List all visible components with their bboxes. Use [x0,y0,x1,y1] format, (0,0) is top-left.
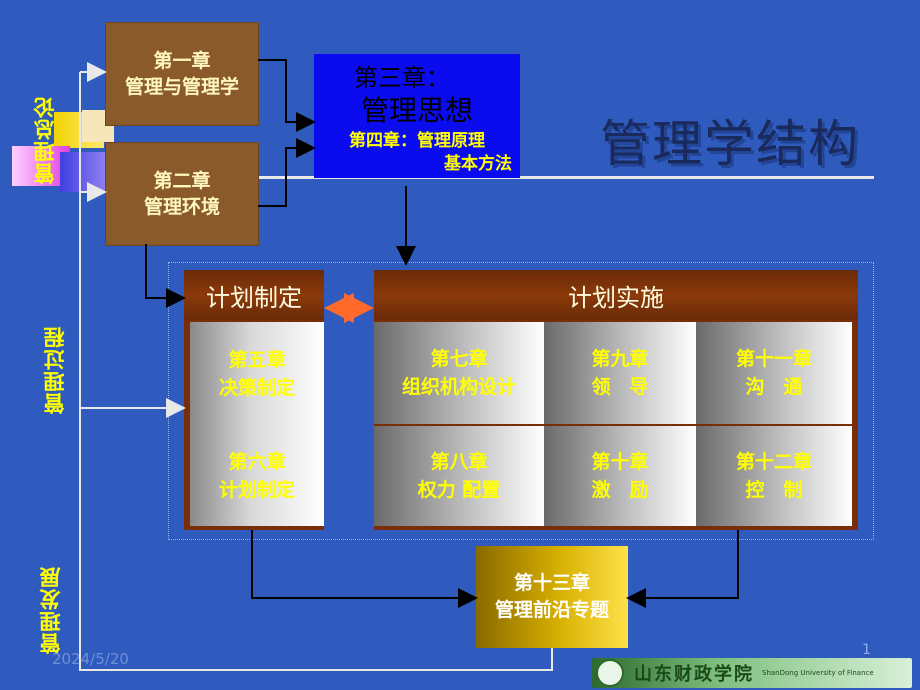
chapter-4-title: 基本方法 [444,154,512,174]
chapter-13-title: 管理前沿专题 [494,599,609,621]
chapter-9-title: 领 导 [591,376,649,398]
chapter-8-cell: 第八章 权力 配置 [374,426,544,526]
chapter-4-number: 第四章：管理原理 [349,131,485,151]
section-label-development: 管理发展 [39,566,63,654]
decor-square-violet [60,152,106,192]
logo-subtext: ShanDong University of Finance [762,669,874,677]
chapter-5-number: 第五章 [228,349,286,371]
chapter-1-box: 第一章 管理与管理学 [105,22,259,126]
section-label-overview: 管理总论 [33,96,57,184]
chapter-6-title: 计划制定 [218,479,295,501]
chapter-2-title: 管理环境 [143,196,220,218]
chapter-13-box: 第十三章 管理前沿专题 [476,546,628,648]
chapter-11-number: 第十一章 [735,348,812,370]
chapter-11-title: 沟 通 [745,376,803,398]
chapter-5-title: 决策制定 [218,377,295,399]
chapter-7-title: 组织机构设计 [401,376,516,398]
footer-date: 2024/5/20 [52,650,129,668]
chapter-9-cell: 第九章 领 导 [544,322,696,424]
section-label-process: 管理过程 [43,326,67,414]
chapter-3-number: 第三章： [354,64,450,92]
chapter-5-cell: 第五章 决策制定 [190,322,324,426]
title-underline [258,176,874,179]
plan-panel-header: 计划制定 [184,270,324,320]
logo-text: 山东财政学院 [634,664,754,685]
logo-emblem-icon [596,659,624,687]
chapter-1-number: 第一章 [153,50,211,72]
arrow-implementation-to-ch13 [626,530,739,608]
arrow-plan-to-ch13 [251,530,478,608]
chapter-12-number: 第十二章 [735,451,812,473]
chapter-8-title: 权力 配置 [417,479,501,501]
chapter-3-title: 管理思想 [360,94,473,127]
chapter-13-number: 第十三章 [513,572,590,594]
chapter-12-cell: 第十二章 控 制 [696,426,852,526]
page-title: 管理学结构 [600,115,860,173]
page-number: 1 [862,642,871,658]
chapter-2-box: 第二章 管理环境 [105,142,259,246]
chapter-6-number: 第六章 [228,451,286,473]
chapter-9-number: 第九章 [591,348,649,370]
chapter-11-cell: 第十一章 沟 通 [696,322,852,424]
chapter-10-cell: 第十章 激 励 [544,426,696,526]
chapter-7-number: 第七章 [430,348,488,370]
chapter-1-title: 管理与管理学 [124,76,239,98]
university-logo: 山东财政学院 ShanDong University of Finance [592,658,912,688]
chapter-10-title: 激 励 [591,479,649,501]
chapter-6-cell: 第六章 计划制定 [190,426,324,526]
chapter-7-cell: 第七章 组织机构设计 [374,322,544,424]
chapter-12-title: 控 制 [745,479,803,501]
chapter-2-number: 第二章 [153,170,211,192]
chapter-3-4-box: 第三章： 管理思想 第四章：管理原理 基本方法 [314,54,520,178]
chapter-8-number: 第八章 [430,451,488,473]
implementation-panel-header: 计划实施 [374,270,858,320]
chapter-10-number: 第十章 [591,451,649,473]
